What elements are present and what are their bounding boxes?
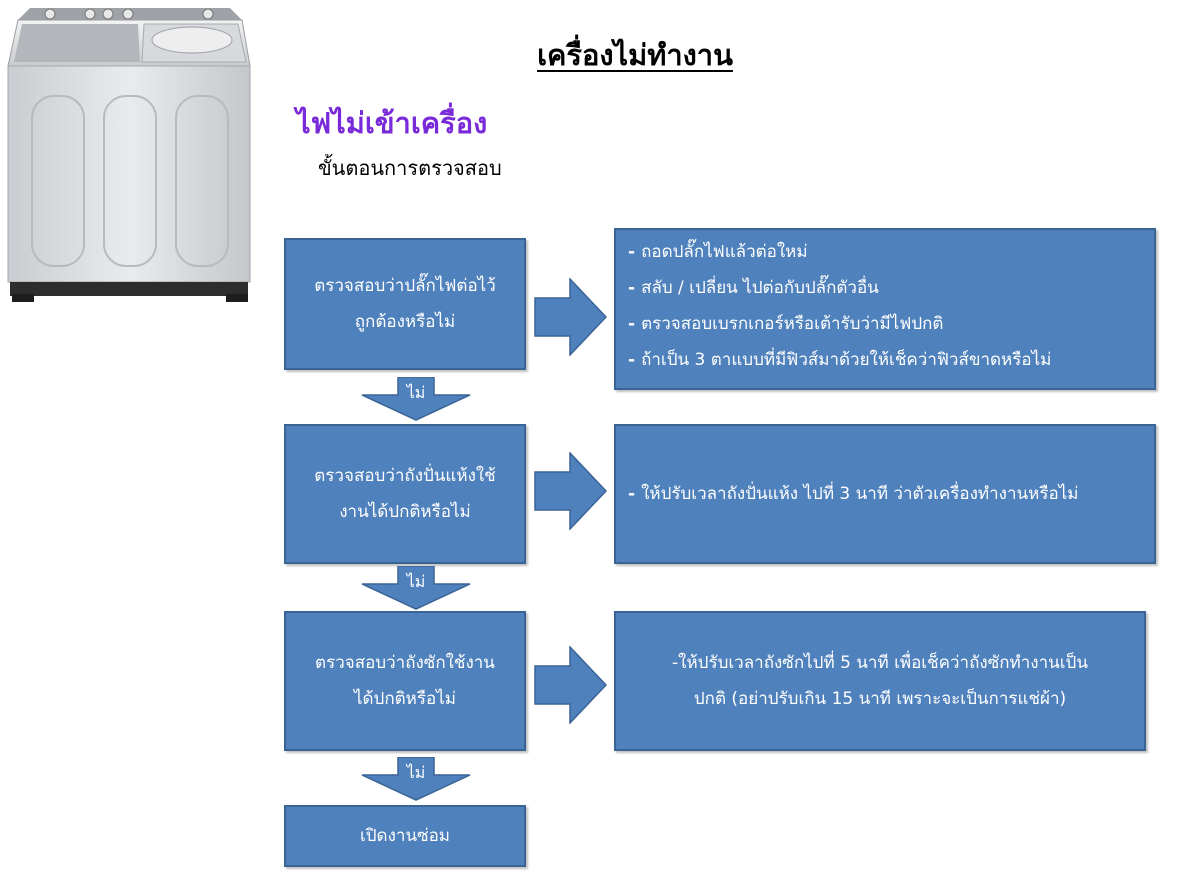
dash-bullet: -: [628, 484, 636, 504]
open-repair-box: เปิดงานซ่อม: [284, 805, 526, 867]
down-arrow-icon: [361, 757, 471, 801]
action-box-plug: -ถอดปลั๊กไฟแล้วต่อใหม่ -สลับ / เปลี่ยน ไ…: [614, 228, 1156, 390]
action-item: -สลับ / เปลี่ยน ไปต่อกับปลั๊กตัวอื่น: [628, 278, 879, 298]
check-text-line: ตรวจสอบว่าปลั๊กไฟต่อไว้: [314, 276, 496, 296]
dash-bullet: -: [628, 278, 636, 298]
dash-bullet: -: [628, 314, 636, 334]
washing-machine-image: [7, 8, 251, 302]
action-item-continued: ปกติ (อย่าปรับเกิน 15 นาที เพราะจะเป็นกา…: [693, 689, 1067, 709]
dash-bullet: -: [628, 242, 636, 262]
page-title: เครื่องไม่ทำงาน: [537, 38, 733, 72]
steps-label: ขั้นตอนการตรวจสอบ: [318, 156, 502, 180]
no-label: ไม่: [406, 383, 426, 402]
dash-bullet: -: [628, 350, 636, 370]
action-box-spin-tub: -ให้ปรับเวลาถังปั่นแห้ง ไปที่ 3 นาที ว่า…: [614, 424, 1156, 564]
right-arrow-icon: [534, 452, 608, 530]
right-arrow-icon: [534, 646, 608, 724]
check-text-line: ตรวจสอบว่าถังซักใช้งาน: [315, 653, 495, 673]
check-text-line: งานได้ปกติหรือไม่: [339, 502, 471, 522]
check-box-spin-tub: ตรวจสอบว่าถังปั่นแห้งใช้ งานได้ปกติหรือไ…: [284, 424, 526, 564]
down-arrow-icon: [361, 566, 471, 610]
right-arrow-icon: [534, 278, 608, 356]
check-text-line: ได้ปกติหรือไม่: [353, 689, 456, 709]
down-arrow-icon: [361, 377, 471, 421]
action-item: -ถ้าเป็น 3 ตาแบบที่มีฟิวส์มาด้วยให้เช็คว…: [628, 350, 1052, 370]
check-box-plug: ตรวจสอบว่าปลั๊กไฟต่อไว้ ถูกต้องหรือไม่: [284, 238, 526, 370]
action-item: -ให้ปรับเวลาถังปั่นแห้ง ไปที่ 3 นาที ว่า…: [628, 484, 1079, 504]
check-box-wash-tub: ตรวจสอบว่าถังซักใช้งาน ได้ปกติหรือไม่: [284, 611, 526, 751]
no-label: ไม่: [406, 763, 426, 782]
action-item: -ถอดปลั๊กไฟแล้วต่อใหม่: [628, 242, 808, 262]
section-subtitle: ไฟไม่เข้าเครื่อง: [296, 106, 488, 140]
check-text-line: ตรวจสอบว่าถังปั่นแห้งใช้: [314, 466, 496, 486]
dash-bullet: -: [672, 653, 679, 673]
action-box-wash-tub: -ให้ปรับเวลาถังซักไปที่ 5 นาที เพื่อเช็ค…: [614, 611, 1146, 751]
action-item: -ตรวจสอบเบรกเกอร์หรือเต้ารับว่ามีไฟปกติ: [628, 314, 944, 334]
final-step-text: เปิดงานซ่อม: [359, 826, 451, 846]
action-item: -ให้ปรับเวลาถังซักไปที่ 5 นาที เพื่อเช็ค…: [672, 653, 1088, 673]
check-text-line: ถูกต้องหรือไม่: [354, 312, 456, 332]
no-label: ไม่: [406, 572, 426, 591]
